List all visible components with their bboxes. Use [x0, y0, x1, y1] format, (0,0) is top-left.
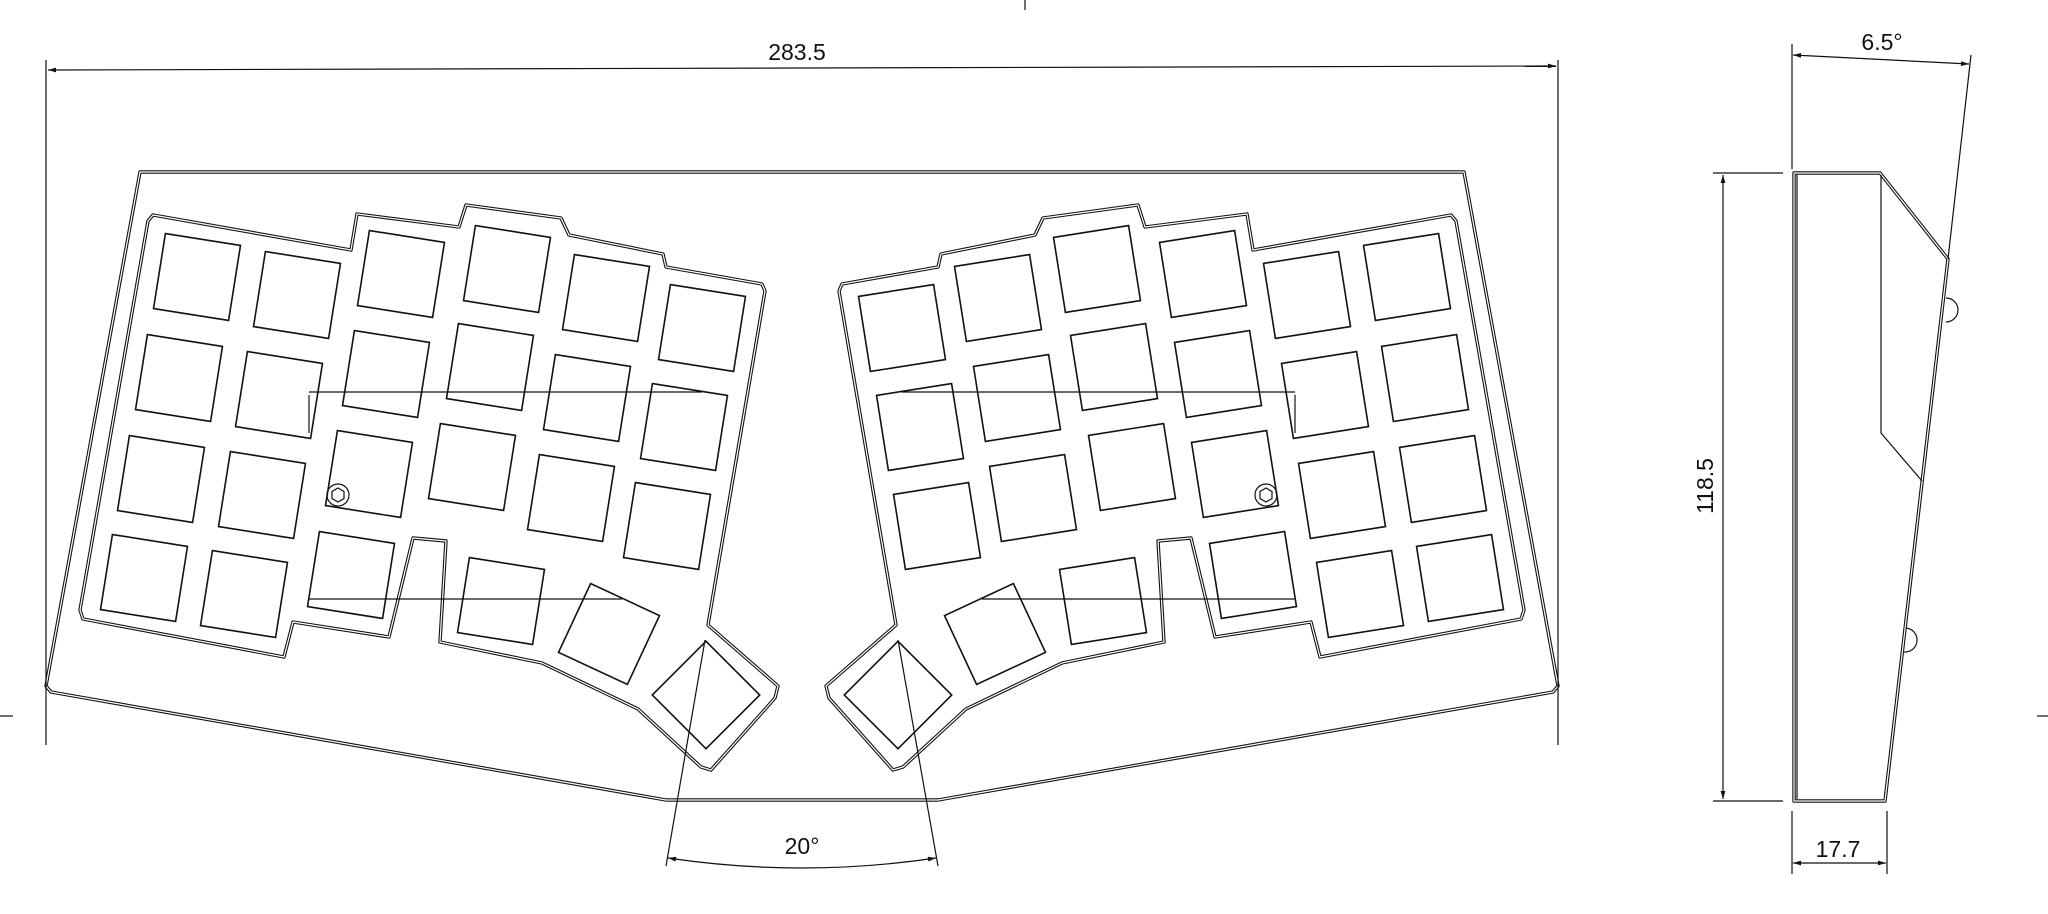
key-switch-cutout — [1380, 333, 1470, 423]
key-switch-cutout — [857, 283, 947, 373]
screw-hole-icon — [326, 483, 350, 507]
key-switch-cutout — [843, 640, 953, 750]
key-switch-cutout — [1280, 350, 1370, 440]
case-top-view — [44, 170, 1560, 802]
plate-outline — [78, 203, 780, 772]
key-switch-cutout — [561, 253, 651, 343]
hex-screw-icon — [331, 487, 345, 503]
key-switch-cutout — [456, 556, 546, 646]
sheet-center-marks — [0, 0, 2048, 717]
key-switch-cutout — [134, 333, 224, 423]
foot-bump-icon — [1945, 297, 1959, 323]
key-switch-cutout — [651, 640, 761, 750]
key-switch-cutout — [892, 481, 982, 571]
key-switch-cutout — [306, 530, 396, 620]
key-switch-cutout — [217, 450, 307, 540]
tilt-angle-dimension: 6.5° — [1791, 29, 1972, 260]
key-switch-cutout — [234, 350, 324, 440]
key-switch-cutout — [1362, 232, 1452, 322]
key-switch-cutout — [657, 283, 747, 373]
key-switch-cutout — [99, 533, 189, 623]
key-switch-cutout — [341, 329, 431, 419]
key-switch-cutout — [116, 434, 206, 524]
key-switch-cutout — [1315, 549, 1405, 639]
key-switch-cutout — [1087, 422, 1177, 512]
height-label: 17.7 — [1816, 836, 1861, 862]
split-angle-dimension: 20° — [665, 639, 939, 869]
key-switch-cutout — [199, 549, 289, 639]
key-switch-cutout — [526, 453, 616, 543]
plate-outline-inner — [79, 204, 779, 771]
key-switch-cutout — [943, 582, 1047, 686]
key-switch-cutout — [356, 229, 446, 319]
key-switch-cutout — [875, 382, 965, 472]
key-switch-cutout — [1058, 556, 1148, 646]
key-switch-cutout — [1158, 229, 1248, 319]
key-switch-cutout — [427, 422, 517, 512]
depth-dimension: 118.5 — [1692, 172, 1783, 802]
key-switch-cutout — [1208, 530, 1298, 620]
key-switch-cutout — [152, 232, 242, 322]
key-switch-cutout — [972, 353, 1062, 443]
left-half-plate — [78, 203, 780, 772]
hex-screw-icon — [1259, 487, 1273, 503]
height-dimension: 17.7 — [1791, 811, 1888, 874]
overall-width-label: 283.5 — [768, 39, 826, 65]
key-switch-cutout — [1069, 322, 1159, 412]
key-switch-cutout — [1415, 533, 1505, 623]
plate-outline — [824, 203, 1526, 772]
right-half-plate — [824, 203, 1526, 772]
key-switch-cutout — [1262, 250, 1352, 340]
depth-label: 118.5 — [1692, 458, 1718, 514]
key-switch-cutout — [252, 250, 342, 340]
split-angle-label: 20° — [785, 833, 820, 859]
key-switch-cutout — [1052, 224, 1142, 314]
key-switch-cutout — [324, 429, 414, 519]
key-switch-cutout — [1173, 329, 1263, 419]
plate-outline-inner — [825, 204, 1525, 771]
key-switch-cutout — [953, 253, 1043, 343]
case-side-view — [1792, 171, 1959, 803]
key-switch-cutout — [557, 582, 661, 686]
key-switch-cutout — [445, 322, 535, 412]
tilt-angle-label: 6.5° — [1861, 29, 1902, 55]
key-switch-cutout — [622, 481, 712, 571]
key-switch-cutout — [1398, 434, 1488, 524]
key-switch-cutout — [1190, 429, 1280, 519]
screw-hole-icon — [1254, 483, 1278, 507]
foot-bump-icon — [1903, 627, 1918, 653]
pcb-edge-line — [308, 391, 702, 600]
key-switch-cutout — [639, 382, 729, 472]
key-switch-cutout — [1297, 450, 1387, 540]
key-switch-cutout — [462, 224, 552, 314]
key-switch-cutout — [542, 353, 632, 443]
key-switch-cutout — [988, 453, 1078, 543]
overall-width-dimension: 283.5 — [45, 39, 1559, 745]
pcb-edge-line — [902, 391, 1296, 600]
